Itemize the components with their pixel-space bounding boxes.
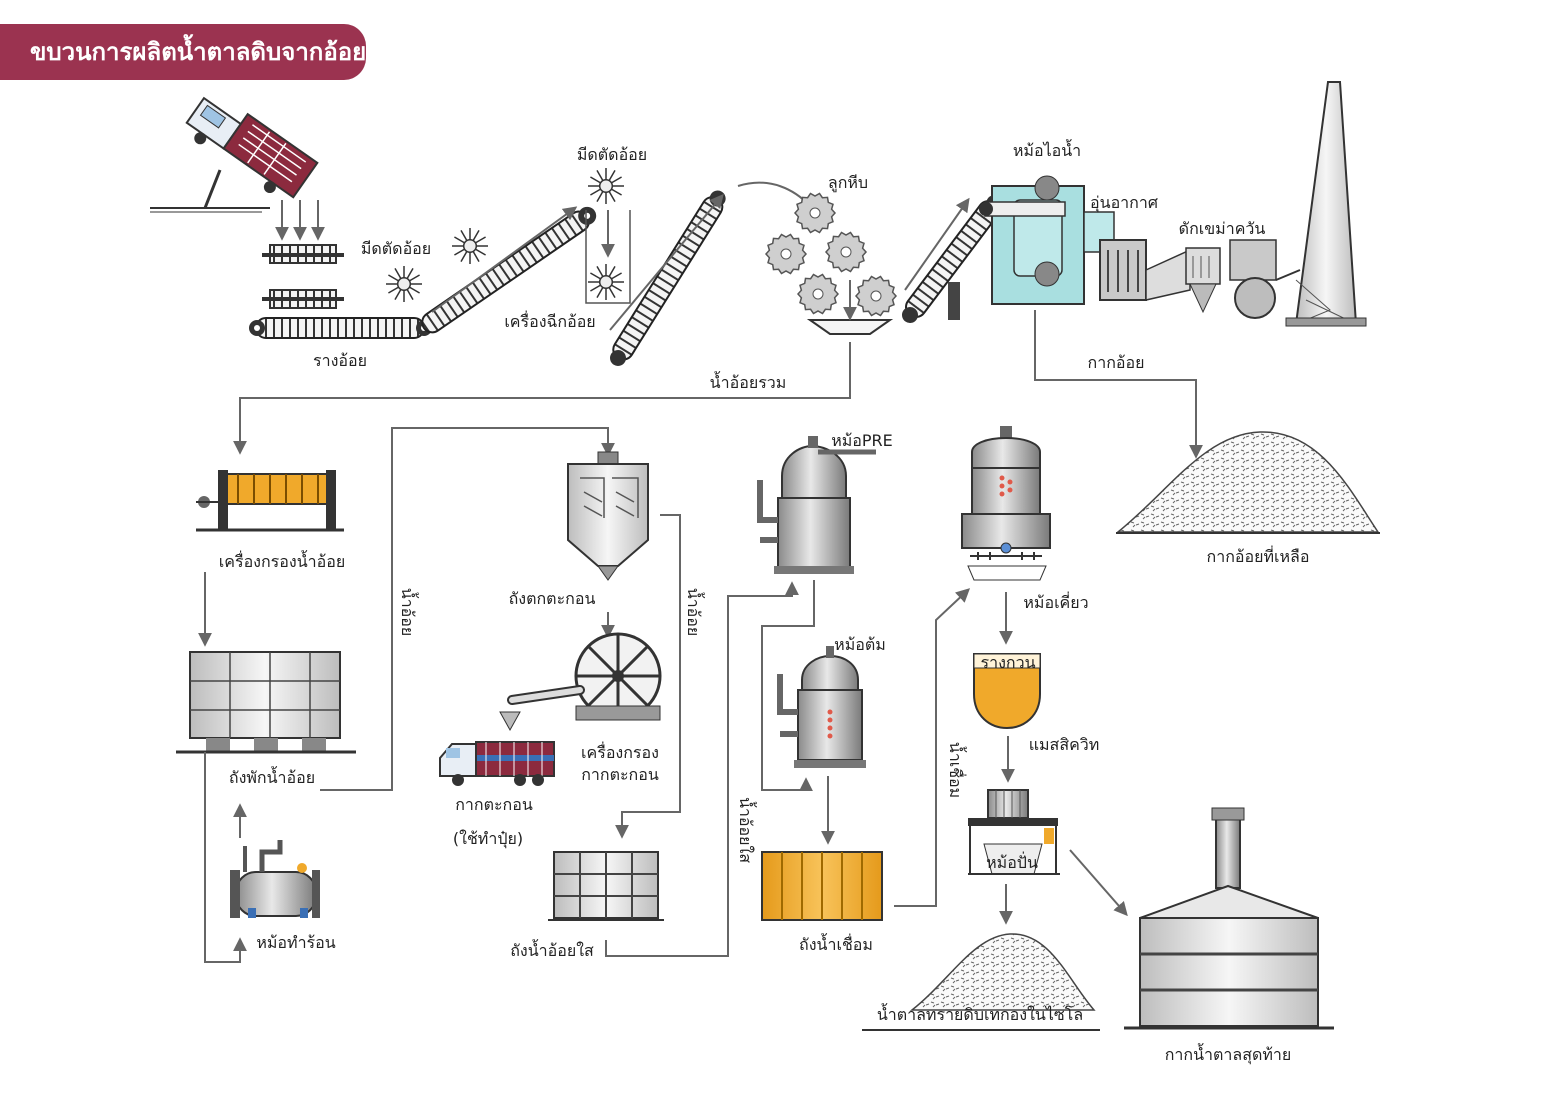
label-pre-evaporator: หม้อPRE	[831, 431, 893, 450]
bagasse-pile-icon	[1115, 431, 1380, 534]
clarifier-to-clear-tank-arrow	[615, 514, 681, 839]
clear-juice-to-pre-arrow	[605, 581, 799, 957]
mud-filter-icon	[499, 632, 662, 732]
label-raw-sugar-silo: น้ำตาลทรายดิบเทกองในไซโล	[877, 1003, 1083, 1024]
label-heater: หม้อทำร้อน	[256, 933, 335, 952]
cane-truck-icon	[150, 96, 319, 213]
syrup-tank-icon	[761, 851, 883, 921]
tank-to-heater-arrow	[204, 752, 247, 963]
inclined-conveyor-1	[421, 206, 597, 334]
label-shredder: เครื่องฉีกอ้อย	[504, 310, 595, 331]
soot-trap-icon	[1185, 239, 1301, 319]
juice-storage-tank-icon	[176, 651, 356, 754]
page-title: ขบวนการผลิตน้ำตาลดิบจากอ้อย	[30, 38, 367, 66]
label-clear-juice-vertical: น้ำอ้อยใส	[736, 797, 757, 863]
juice-tray	[806, 319, 894, 335]
juice-filter-icon	[196, 470, 344, 532]
label-remaining-bagasse: กากอ้อยที่เหลือ	[1207, 545, 1310, 566]
label-evaporator: หม้อต้ม	[834, 635, 886, 654]
vacuum-pan-icon	[961, 426, 1051, 581]
inclined-conveyor-2	[609, 181, 811, 366]
pre-evaporator-icon	[757, 436, 876, 574]
raw-sugar-pile-icon	[862, 933, 1100, 1031]
label-juice-filter: เครื่องกรองน้ำอ้อย	[219, 550, 345, 571]
label-syrup-tank: ถังน้ำเชื่อม	[799, 933, 873, 954]
mixed-juice-flow-arrow	[233, 342, 851, 455]
filter-cake-truck-icon	[439, 741, 555, 786]
pre-to-evaporator-arrow	[761, 580, 815, 792]
label-juice-vertical-1: น้ำอ้อย	[398, 588, 419, 637]
shredder-frame	[585, 210, 631, 304]
knife-wheel-icon	[386, 266, 422, 302]
label-cane-chute: รางอ้อย	[313, 351, 367, 370]
label-bagasse: กากอ้อย	[1088, 353, 1145, 372]
bagasse-flow-arrow	[1034, 310, 1203, 459]
label-vacuum-pan: หม้อเคี่ยว	[1023, 591, 1088, 612]
shredder-icon-2	[588, 264, 624, 300]
label-cane-knife-1: มีดตัดอ้อย	[361, 239, 431, 258]
label-mixed-juice: น้ำอ้อยรวม	[710, 371, 787, 392]
label-cane-knife-2: มีดตัดอ้อย	[577, 145, 647, 164]
label-juice-vertical-2: น้ำอ้อย	[684, 588, 705, 637]
cane-feed-arrows	[275, 200, 325, 241]
label-filter-cake-line1: กากตะกอน	[455, 795, 533, 814]
syrup-to-pan-arrow	[894, 588, 971, 907]
label-mud-filter-line1: เครื่องกรอง	[581, 741, 659, 762]
label-mud-filter-line2: กากตะกอน	[581, 765, 659, 784]
air-heater-icon	[1099, 239, 1191, 301]
centrifugal-icon	[968, 789, 1060, 875]
label-centrifugal: หม้อปั่น	[986, 851, 1038, 872]
crusher-rolls-icon	[764, 192, 898, 317]
knife-wheel-icon-2	[452, 228, 488, 264]
heater-icon	[230, 840, 320, 918]
cane-carrier-conveyor	[249, 317, 432, 339]
label-syrup-vertical: น้ำเชื่อม	[946, 742, 967, 798]
label-crusher-rolls: ลูกหีบ	[828, 173, 868, 193]
shredder-icon	[588, 168, 624, 204]
title-banner: ขบวนการผลิตน้ำตาลดิบจากอ้อย	[0, 24, 366, 80]
label-crystallizer: รางกวน	[981, 653, 1036, 672]
label-clarifier: ถังตกตะกอน	[509, 589, 596, 608]
label-soot-trap: ดักเขม่าควัน	[1179, 219, 1266, 238]
label-final-molasses: กากน้ำตาลสุดท้าย	[1165, 1043, 1292, 1065]
label-clear-juice-tank: ถังน้ำอ้อยใส	[510, 939, 594, 960]
crystallizer-icon	[973, 653, 1041, 730]
chimney-icon	[1285, 81, 1367, 327]
label-juice-storage-tank: ถังพักน้ำอ้อย	[229, 766, 315, 787]
evaporator-icon	[777, 646, 866, 768]
molasses-tank-icon	[1124, 807, 1334, 1030]
centrifugal-to-molasses-arrow	[1069, 849, 1128, 917]
label-filter-cake-line2: (ใช้ทำปุ๋ย)	[453, 829, 523, 849]
label-air-heater: อุ่นอากาศ	[1090, 193, 1158, 213]
label-massecuite: แมสสิควิท	[1029, 735, 1100, 754]
boiler-icon	[979, 175, 1115, 305]
cane-leveler-icon	[262, 244, 344, 309]
heater-to-clarifier-arrow	[320, 427, 615, 791]
clarifier-icon	[567, 451, 649, 581]
label-boiler: หม้อไอน้ำ	[1013, 139, 1081, 160]
clear-juice-tank-icon	[548, 851, 664, 921]
